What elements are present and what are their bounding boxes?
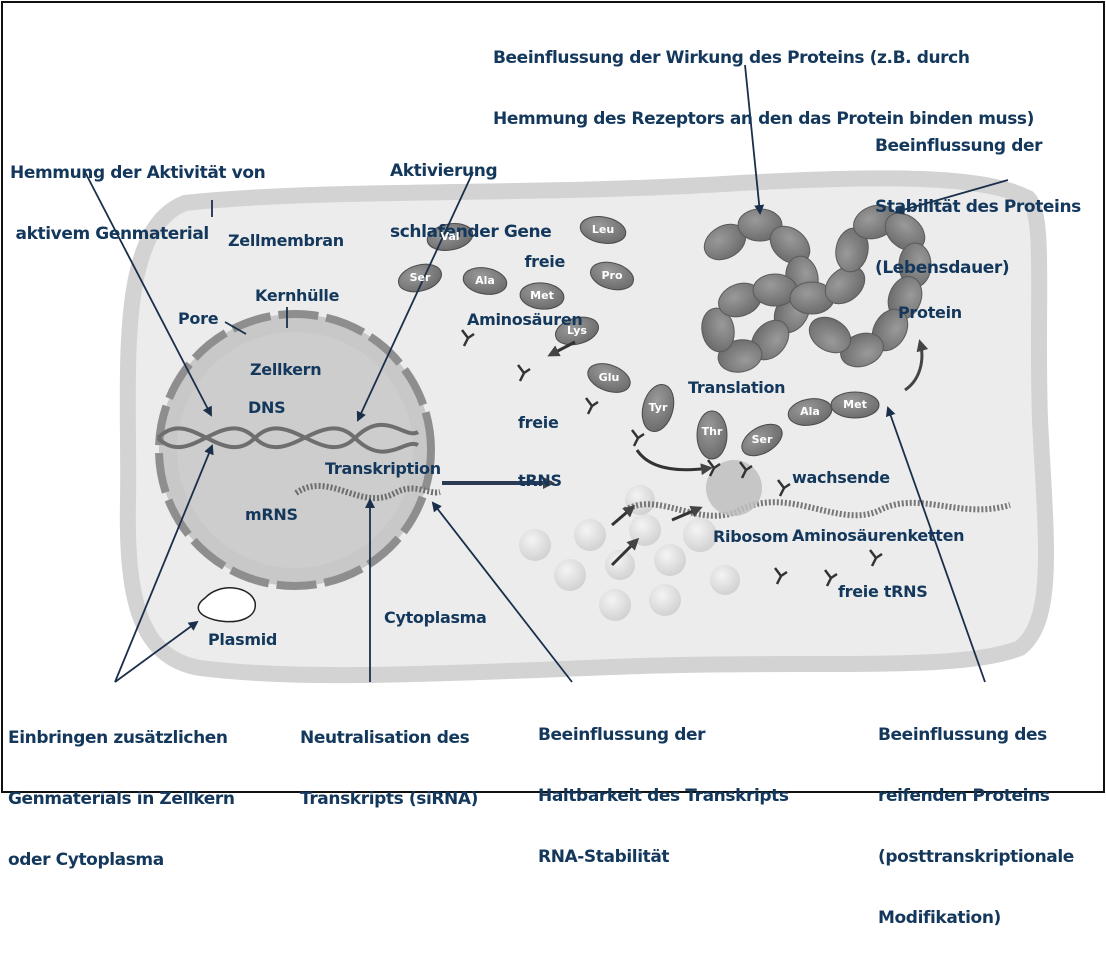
label-line: Beeinflussung der <box>538 724 706 745</box>
label-line: RNA-Stabilität <box>538 847 670 868</box>
label-inhibit-genes: Hemmung der Aktivität von aktivem Genmat… <box>10 122 266 285</box>
label-line: Aktivierung <box>390 160 498 181</box>
label-line: Aminosäuren <box>467 309 583 329</box>
label-maturing-protein: Beeinflussung des reifenden Proteins (po… <box>878 684 1074 969</box>
diagram-graphics <box>1 1 1105 793</box>
label-neutralize: Neutralisation des Transkripts (siRNA) <box>300 687 478 850</box>
label-protein: Protein <box>898 303 962 322</box>
pointer-lines <box>84 64 1009 683</box>
mrna-strand <box>294 482 441 501</box>
label-effect-protein: Beeinflussung der Wirkung des Proteins (… <box>493 7 1034 170</box>
amino-acid-shapes <box>397 216 880 460</box>
label-line: (posttranskriptionale <box>878 847 1074 868</box>
label-free-amino-acids: freie Aminosäuren <box>467 214 583 368</box>
amino-acid-leu: Leu <box>591 223 615 236</box>
ribosome-shape <box>706 460 762 516</box>
cytoplasm-mrna <box>623 499 1011 519</box>
label-line: (Lebensdauer) <box>875 258 1010 279</box>
figure-frame <box>1 1 1105 793</box>
dna-helix <box>156 422 420 454</box>
amino-acid-ser: Ser <box>409 271 431 284</box>
cell-diagram: Beeinflussung der Wirkung des Proteins (… <box>1 1 1105 928</box>
amino-acid-pro: Pro <box>601 269 623 282</box>
label-durability: Beeinflussung der Haltbarkeit des Transk… <box>538 684 789 908</box>
label-line: Haltbarkeit des Transkripts <box>538 785 789 806</box>
label-line: Einbringen zusätzlichen <box>8 727 228 748</box>
protein-chain <box>701 204 932 373</box>
movement-arrows <box>547 340 713 567</box>
label-line: aktivem Genmaterial <box>10 223 210 244</box>
amino-acid-met-chain: Met <box>843 398 867 411</box>
label-translation: Translation <box>688 378 786 397</box>
label-line: schlafender Gene <box>390 221 552 242</box>
label-nucleus: Zellkern <box>250 360 322 379</box>
trna-figures <box>461 329 883 587</box>
label-line: reifenden Proteins <box>878 785 1050 806</box>
label-plasmid: Plasmid <box>208 630 278 649</box>
label-line: tRNS <box>518 470 562 490</box>
label-line: Aminosäurenketten <box>792 525 965 545</box>
label-line: Transkripts (siRNA) <box>300 788 479 809</box>
amino-acid-val: Val <box>440 230 460 243</box>
amino-acid-thr: Thr <box>701 425 723 438</box>
amino-acid-ala: Ala <box>475 274 495 287</box>
label-line: Hemmung der Aktivität von <box>10 162 266 183</box>
label-line: Beeinflussung der <box>875 135 1043 156</box>
label-line: wachsende <box>792 468 890 488</box>
label-free-trna: freie tRNS <box>518 375 562 529</box>
label-transcription: Transkription <box>325 459 441 478</box>
label-mrna: mRNS <box>245 505 298 524</box>
label-growing-chain: wachsende Aminosäurenketten <box>792 430 965 584</box>
protein-arrow <box>904 339 929 392</box>
cytoplasm-vesicles <box>519 485 740 621</box>
nucleoplasm <box>177 332 413 568</box>
amino-acid-ala-chain: Ala <box>800 405 820 418</box>
label-line: Genmaterials in Zellkern <box>8 788 235 809</box>
label-activate-genes: Aktivierung schlafender Gene <box>390 120 552 283</box>
label-line: oder Cytoplasma <box>8 850 164 871</box>
label-line: Stabilität des Proteins <box>875 196 1081 217</box>
label-free-trna-2: freie tRNS <box>838 582 928 601</box>
label-line: Beeinflussung des <box>878 724 1047 745</box>
amino-acid-tyr: Tyr <box>648 401 668 414</box>
label-ribosome: Ribosom <box>713 527 789 546</box>
label-stability-protein: Beeinflussung der Stabilität des Protein… <box>875 95 1081 319</box>
amino-acid-glu: Glu <box>598 371 620 384</box>
plasmid-shape <box>197 587 256 623</box>
amino-acid-lys: Lys <box>567 324 587 337</box>
label-line: freie <box>518 413 559 433</box>
label-pore: Pore <box>178 309 219 328</box>
label-dna: DNS <box>248 398 286 417</box>
label-line: Beeinflussung der Wirkung des Proteins (… <box>493 47 970 68</box>
amino-acid-met: Met <box>530 289 554 302</box>
label-introduce-genes: Einbringen zusätzlichen Genmaterials in … <box>8 687 235 911</box>
label-line: freie <box>524 252 565 272</box>
label-envelope: Kernhülle <box>255 286 340 305</box>
label-membrane: Zellmembran <box>228 231 344 250</box>
label-cytoplasm: Cytoplasma <box>384 608 487 627</box>
label-line: Modifikation) <box>878 908 1001 929</box>
label-line: Neutralisation des <box>300 727 470 748</box>
amino-acid-ser-chain: Ser <box>751 433 773 446</box>
label-line: Hemmung des Rezeptors an den das Protein… <box>493 108 1035 129</box>
